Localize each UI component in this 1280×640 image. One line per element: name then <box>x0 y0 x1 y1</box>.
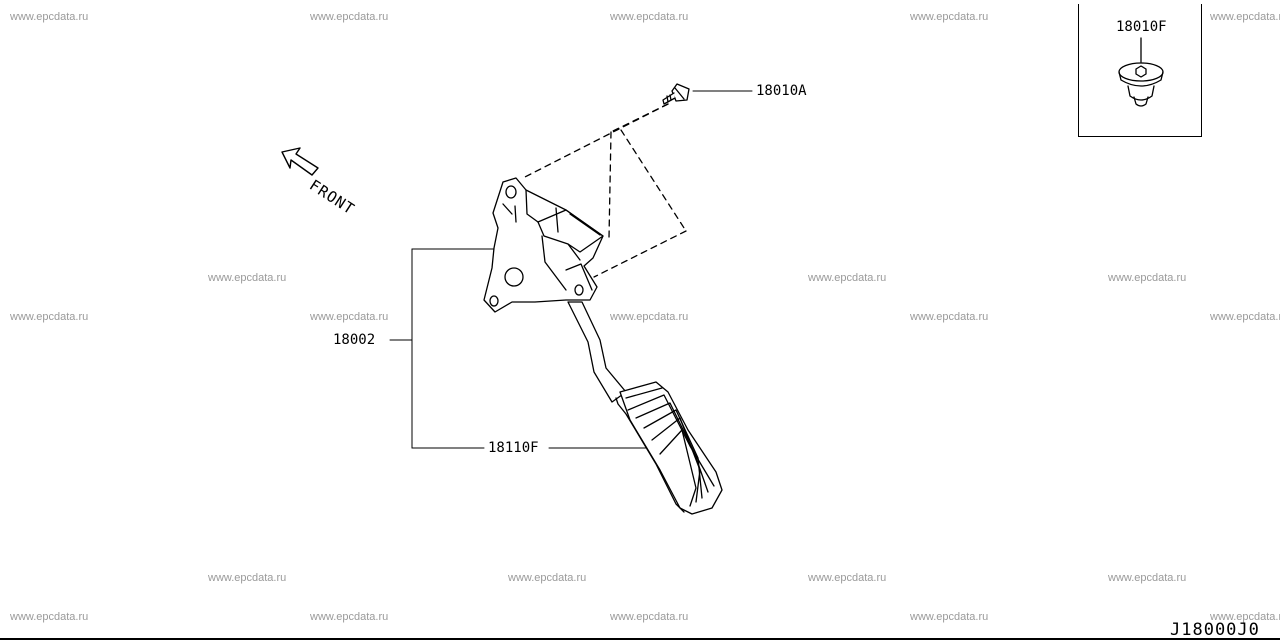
label-18010a: 18010A <box>756 83 807 99</box>
watermark-text: www.epcdata.ru <box>808 272 887 284</box>
watermark-text: www.epcdata.ru <box>310 611 389 623</box>
pedal-arm-drawing <box>567 301 627 403</box>
callout-lines <box>389 90 753 449</box>
watermark-text: www.epcdata.ru <box>10 11 89 23</box>
watermark-text: www.epcdata.ru <box>808 572 887 584</box>
watermark-text: www.epcdata.ru <box>1210 611 1280 623</box>
inset-box <box>1078 4 1202 137</box>
watermark-text: www.epcdata.ru <box>1108 572 1187 584</box>
watermark-text: www.epcdata.ru <box>310 11 389 23</box>
pedal-bracket-drawing <box>483 177 604 313</box>
front-arrow-icon <box>281 147 319 176</box>
bottom-rule <box>0 638 1280 640</box>
drawing-code: J18000J0 <box>1170 620 1260 640</box>
watermark-text: www.epcdata.ru <box>1108 272 1187 284</box>
watermark-text: www.epcdata.ru <box>508 572 587 584</box>
watermark-text: www.epcdata.ru <box>610 11 689 23</box>
dashed-leader-lines <box>522 103 687 278</box>
watermark-text: www.epcdata.ru <box>1210 11 1280 23</box>
label-18002: 18002 <box>333 332 376 348</box>
label-18010f: 18010F <box>1116 19 1167 35</box>
watermark-text: www.epcdata.ru <box>10 611 89 623</box>
watermark-text: www.epcdata.ru <box>610 311 689 323</box>
clip-18010f-drawing <box>1118 37 1164 107</box>
watermark-text: www.epcdata.ru <box>1210 311 1280 323</box>
watermark-text: www.epcdata.ru <box>310 311 389 323</box>
watermark-text: www.epcdata.ru <box>910 311 989 323</box>
watermark-text: www.epcdata.ru <box>910 611 989 623</box>
watermark-text: www.epcdata.ru <box>10 311 89 323</box>
pedal-pad-drawing <box>615 381 723 515</box>
watermark-text: www.epcdata.ru <box>208 272 287 284</box>
watermark-text: www.epcdata.ru <box>208 572 287 584</box>
watermark-text: www.epcdata.ru <box>910 11 989 23</box>
bolt-18010a-drawing <box>662 83 690 105</box>
watermark-text: www.epcdata.ru <box>610 611 689 623</box>
label-18110f: 18110F <box>488 440 539 456</box>
